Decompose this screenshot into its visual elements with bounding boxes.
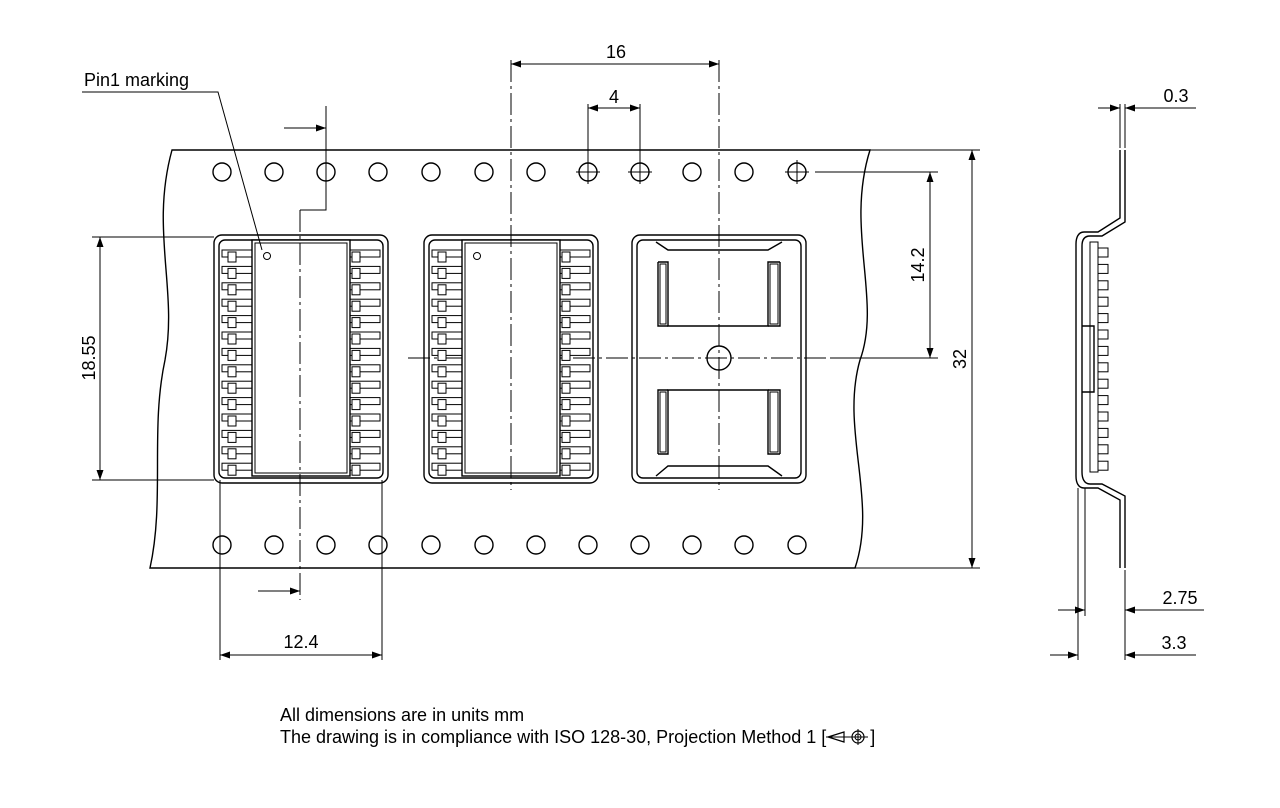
units-note: All dimensions are in units mm xyxy=(280,705,525,725)
side-view xyxy=(1075,150,1126,568)
svg-text:18.55: 18.55 xyxy=(79,335,99,380)
pin1-marking-label: Pin1 marking xyxy=(84,70,189,90)
svg-text:0.3: 0.3 xyxy=(1163,86,1188,106)
svg-text:4: 4 xyxy=(609,87,619,107)
svg-text:12.4: 12.4 xyxy=(283,632,318,652)
dimension-12-4: 12.4 xyxy=(219,480,383,660)
pocket-1-with-component xyxy=(213,234,389,484)
drawing-notes: All dimensions are in units mm The drawi… xyxy=(280,704,875,748)
dimension-3-3: 3.3 xyxy=(1050,488,1196,660)
dimension-32: 32 xyxy=(855,149,980,569)
dimension-0-3: 0.3 xyxy=(1098,86,1196,148)
svg-text:3.3: 3.3 xyxy=(1161,633,1186,653)
projection-note: The drawing is in compliance with ISO 12… xyxy=(280,727,876,747)
dimension-16: 16 xyxy=(511,42,719,68)
svg-text:14.2: 14.2 xyxy=(908,247,928,282)
dimension-4: 4 xyxy=(587,87,641,160)
pin1-marker xyxy=(263,252,271,260)
sprocket-holes-top xyxy=(212,160,809,184)
svg-text:2.75: 2.75 xyxy=(1162,588,1197,608)
sprocket-holes-bottom xyxy=(212,535,807,555)
first-angle-projection-icon xyxy=(826,729,869,745)
svg-text:32: 32 xyxy=(950,349,970,369)
dimension-14-2: 14.2 xyxy=(815,171,938,359)
dimension-18-55: 18.55 xyxy=(79,236,214,481)
dimension-2-75: 2.75 xyxy=(1058,488,1204,660)
svg-text:16: 16 xyxy=(606,42,626,62)
